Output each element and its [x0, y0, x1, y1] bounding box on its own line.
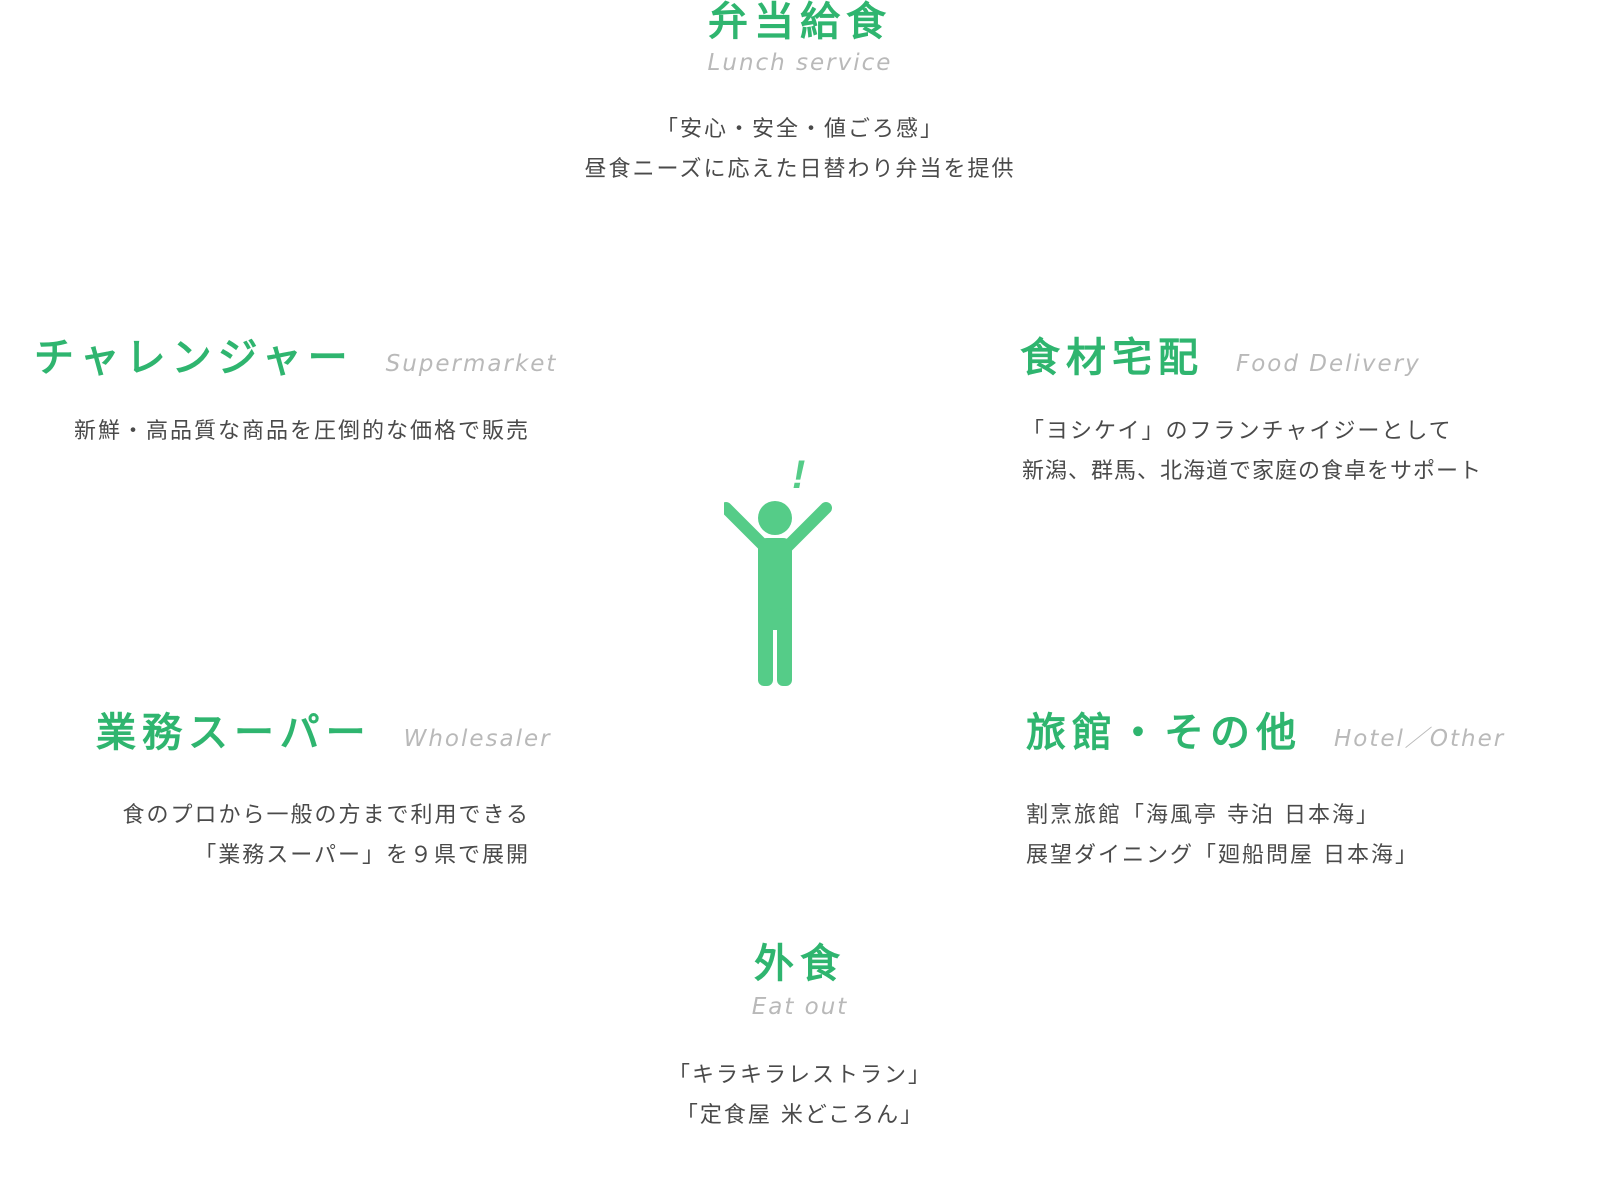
section-eat-out: 外食 Eat out — [600, 944, 1000, 1020]
hotel-description: 割烹旅館「海風亭 寺泊 日本海」 展望ダイニング「廻船問屋 日本海」 — [1026, 796, 1586, 876]
figure-head — [758, 501, 792, 535]
challenger-title: チャレンジャー — [34, 335, 354, 381]
wholesaler-title: 業務スーパー — [96, 710, 372, 756]
hotel-desc-line-1: 割烹旅館「海風亭 寺泊 日本海」 — [1026, 803, 1380, 828]
lunch-desc-line-2: 昼食ニーズに応えた日替わり弁当を提供 — [584, 157, 1016, 182]
food-delivery-description: 「ヨシケイ」のフランチャイジーとして 新潟、群馬、北海道で家庭の食卓をサポート — [1022, 412, 1592, 492]
figure-right-arm — [782, 502, 832, 552]
eat-out-title: 外食 — [754, 941, 846, 987]
food-delivery-subtitle: Food Delivery — [1236, 351, 1421, 377]
wholesaler-subtitle: Wholesaler — [403, 726, 552, 752]
exclamation-mark: ! — [792, 458, 805, 497]
section-lunch-service: 弁当給食 Lunch service — [600, 0, 1000, 76]
wholesaler-desc-line-2: 「業務スーパー」を９県で展開 — [194, 843, 530, 868]
section-challenger-header: チャレンジャー Supermarket — [34, 338, 557, 378]
eat-out-subtitle: Eat out — [751, 994, 849, 1020]
figure-torso — [758, 538, 792, 630]
figure-right-leg — [777, 608, 792, 686]
person-cheering-icon: ! — [724, 458, 832, 686]
hotel-desc-line-2: 展望ダイニング「廻船問屋 日本海」 — [1026, 843, 1419, 868]
hotel-subtitle: Hotel／Other — [1334, 726, 1506, 752]
section-wholesaler-header: 業務スーパー Wholesaler — [96, 713, 552, 753]
figure-left-leg — [758, 608, 773, 686]
section-hotel-header: 旅館・その他 Hotel／Other — [1026, 713, 1505, 753]
food-delivery-title: 食材宅配 — [1020, 335, 1204, 381]
eat-out-desc-line-2: 「定食屋 米どころん」 — [675, 1103, 925, 1128]
eat-out-description: 「キラキラレストラン」 「定食屋 米どころん」 — [400, 1056, 1200, 1136]
hotel-title: 旅館・その他 — [1026, 710, 1302, 756]
challenger-desc-line-1: 新鮮・高品質な商品を圧倒的な価格で販売 — [73, 419, 530, 444]
eat-out-desc-line-1: 「キラキラレストラン」 — [667, 1063, 932, 1088]
section-food-delivery-header: 食材宅配 Food Delivery — [1020, 338, 1421, 378]
lunch-desc-line-1: 「安心・安全・値ごろ感」 — [655, 117, 944, 142]
challenger-description: 新鮮・高品質な商品を圧倒的な価格で販売 — [20, 412, 530, 452]
challenger-subtitle: Supermarket — [385, 351, 558, 377]
wholesaler-description: 食のプロから一般の方まで利用できる 「業務スーパー」を９県で展開 — [20, 796, 530, 876]
food-delivery-desc-line-2: 新潟、群馬、北海道で家庭の食卓をサポート — [1022, 459, 1483, 484]
figure-left-arm — [724, 502, 770, 552]
lunch-subtitle: Lunch service — [707, 50, 893, 76]
lunch-title: 弁当給食 — [708, 0, 892, 45]
lunch-description: 「安心・安全・値ごろ感」 昼食ニーズに応えた日替わり弁当を提供 — [400, 110, 1200, 190]
food-delivery-desc-line-1: 「ヨシケイ」のフランチャイジーとして — [1022, 419, 1453, 444]
wholesaler-desc-line-1: 食のプロから一般の方まで利用できる — [122, 803, 530, 828]
